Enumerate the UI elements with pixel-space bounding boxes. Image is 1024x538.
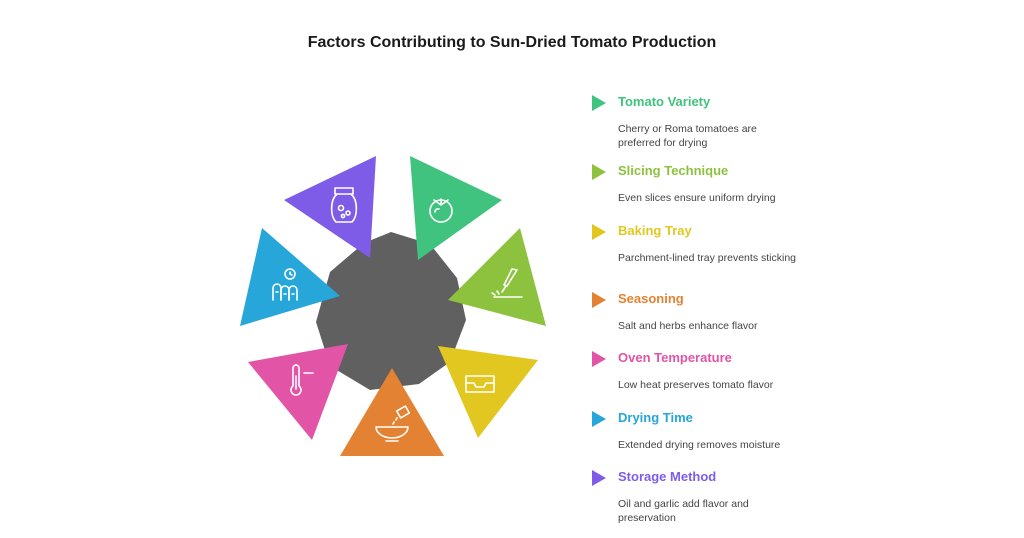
legend-title: Storage Method: [618, 469, 717, 484]
factor-wedge-storage-method: [284, 156, 376, 258]
factor-wedge-slicing-technique: [448, 228, 546, 326]
legend-description: Parchment-lined tray prevents sticking: [618, 252, 796, 264]
legend-title: Seasoning: [618, 291, 684, 306]
knife-icon: [491, 268, 523, 298]
legend-title: Oven Temperature: [618, 350, 732, 365]
legend-description: Extended drying removes moisture: [618, 439, 781, 451]
factor-wedge-baking-tray: [438, 346, 538, 438]
legend-arrow-icon: [592, 95, 606, 111]
legend-description: Low heat preserves tomato flavor: [618, 379, 774, 391]
tomato-icon: [429, 198, 453, 223]
legend-arrow-icon: [592, 351, 606, 367]
legend-description: Cherry or Roma tomatoes are preferred fo…: [618, 123, 757, 149]
factor-wedge-seasoning: [340, 368, 444, 456]
page-title: Factors Contributing to Sun-Dried Tomato…: [307, 34, 717, 51]
factor-wedge-tomato-variety: [410, 156, 502, 260]
legend-title: Drying Time: [618, 410, 693, 425]
salt-bowl-icon: [375, 405, 411, 442]
legend-arrow-icon: [592, 470, 606, 486]
legend-arrow-icon: [592, 411, 606, 427]
legend-arrow-icon: [592, 164, 606, 180]
factor-wedge-drying-time: [240, 228, 340, 326]
legend-title: Baking Tray: [618, 223, 692, 238]
jar-icon: [330, 187, 358, 223]
legend-title: Tomato Variety: [618, 94, 711, 109]
thermometer-icon: [290, 364, 314, 396]
timer-icon: [272, 268, 298, 301]
legend-description: Even slices ensure uniform drying: [618, 192, 776, 204]
tray-icon: [465, 375, 495, 393]
factor-wedge-oven-temperature: [248, 344, 348, 440]
legend-title: Slicing Technique: [618, 163, 729, 178]
legend-description: Salt and herbs enhance flavor: [618, 320, 758, 332]
center-heptagon: [316, 232, 466, 390]
legend-arrow-icon: [592, 292, 606, 308]
legend-arrow-icon: [592, 224, 606, 240]
legend-description: Oil and garlic add flavor and preservati…: [618, 498, 749, 524]
